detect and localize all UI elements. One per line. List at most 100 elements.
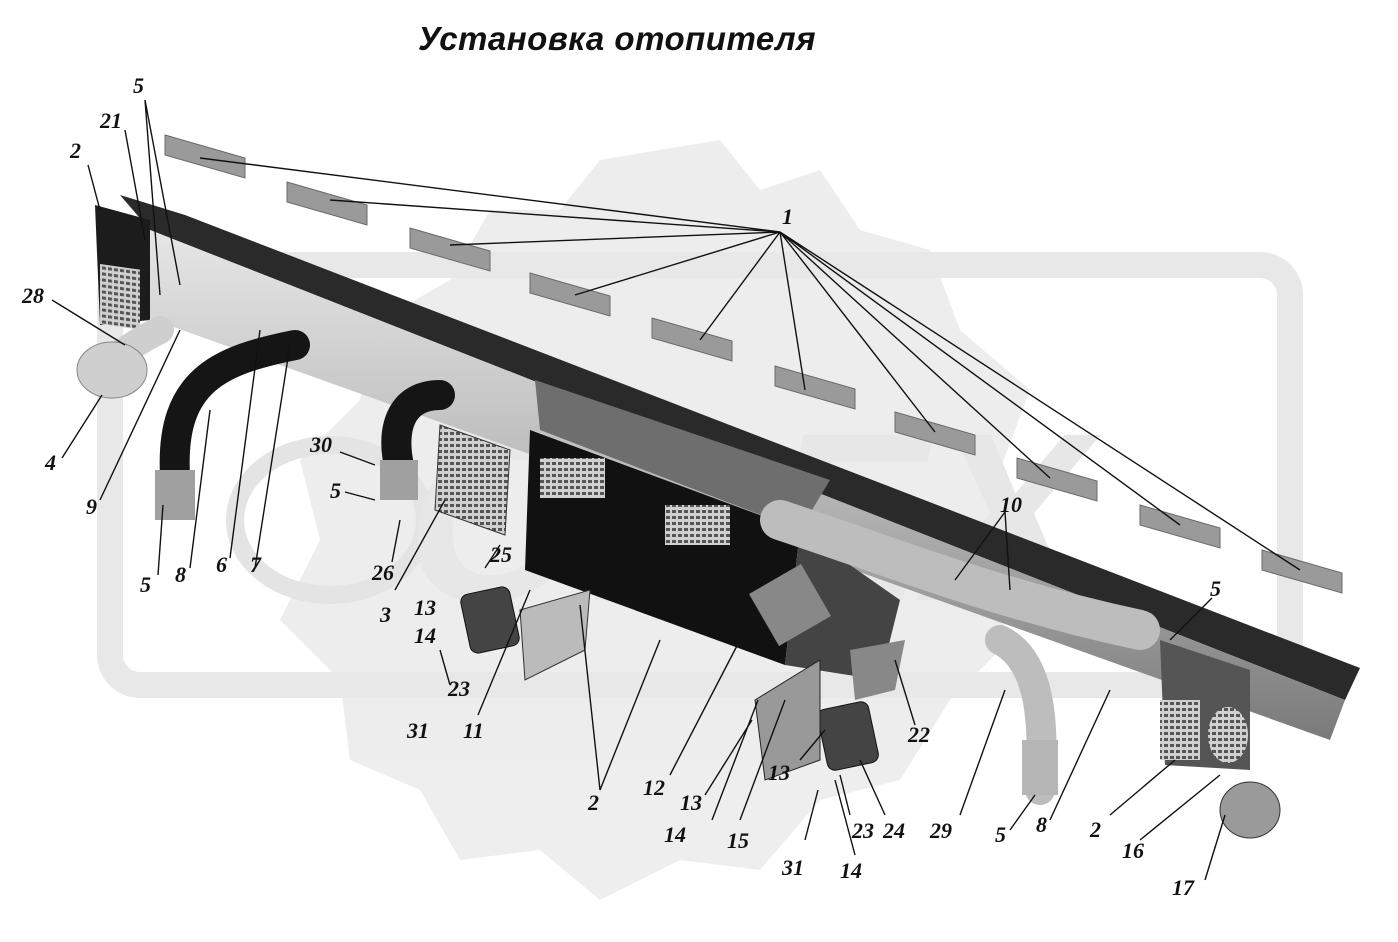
hose-clamp-middle — [380, 460, 418, 500]
leader-31b — [804, 789, 819, 841]
leader-2c — [1109, 759, 1176, 816]
pad-7 — [894, 411, 976, 456]
callout-labels: 1 2 5 21 28 4 9 5 8 6 7 30 5 26 3 25 13 … — [21, 73, 1221, 900]
leader-23b-14c — [834, 774, 856, 856]
callout-24: 24 — [882, 818, 905, 843]
right-end-grille — [1160, 700, 1200, 760]
leader-31a — [439, 649, 451, 686]
leader-13c — [799, 729, 826, 761]
hose-middle — [381, 380, 455, 485]
watermark-frame — [97, 252, 1303, 698]
support-bracket — [749, 564, 831, 646]
leader-10 — [954, 511, 1011, 591]
leader-29 — [959, 689, 1006, 816]
leader-4 — [61, 394, 103, 459]
callout-10: 10 — [1000, 492, 1022, 517]
callout-16: 16 — [1122, 838, 1144, 863]
heater-unit — [434, 380, 900, 680]
leader-7 — [254, 344, 291, 569]
left-end-grille — [100, 264, 140, 330]
callout-26: 26 — [371, 560, 394, 585]
callout-5: 5 — [330, 478, 341, 503]
callout-13: 13 — [680, 790, 702, 815]
callout-5: 5 — [140, 572, 151, 597]
leader-28 — [51, 299, 126, 346]
duct-top-edge — [120, 195, 1360, 700]
leader-6 — [229, 329, 261, 559]
leader-8a — [189, 409, 211, 569]
pad-8 — [1016, 457, 1098, 502]
callout-14: 14 — [840, 858, 862, 883]
callout-13: 13 — [414, 595, 436, 620]
pad-1 — [164, 134, 246, 179]
callout-31: 31 — [406, 718, 429, 743]
heater-grille-right — [665, 505, 730, 545]
leader-5c — [344, 491, 376, 501]
callout-23: 23 — [851, 818, 874, 843]
leader-3 — [394, 499, 446, 591]
leader-26 — [391, 519, 401, 563]
pad-9 — [1139, 504, 1221, 549]
leader-5d — [1009, 794, 1036, 831]
pad-2 — [286, 181, 368, 226]
callout-23: 23 — [447, 676, 470, 701]
small-parts — [460, 564, 905, 781]
callout-21: 21 — [99, 108, 122, 133]
callout-9: 9 — [86, 494, 97, 519]
valve-left — [460, 586, 520, 654]
side-vent-panel — [434, 424, 511, 536]
callout-7: 7 — [250, 552, 262, 577]
callout-2: 2 — [587, 790, 599, 815]
callout-8: 8 — [175, 562, 186, 587]
leader-24 — [859, 759, 886, 816]
callout-22: 22 — [907, 722, 930, 747]
callout-28: 28 — [21, 283, 44, 308]
pad-3 — [409, 227, 491, 272]
leader-lines — [51, 99, 1301, 881]
pad-10 — [1261, 549, 1343, 594]
pad-6 — [774, 365, 856, 410]
right-vent-nozzle — [1208, 707, 1248, 763]
right-diffuser — [1219, 781, 1281, 839]
leader-15 — [739, 699, 786, 821]
leader-5e — [1169, 597, 1213, 641]
callout-13: 13 — [768, 760, 790, 785]
hose-clamp-left — [155, 470, 195, 520]
callout-5: 5 — [133, 73, 144, 98]
callout-30: 30 — [309, 432, 332, 457]
callout-6: 6 — [216, 552, 227, 577]
left-diffuser — [76, 341, 148, 399]
pipe-end-right — [1022, 740, 1058, 795]
callout-15: 15 — [727, 828, 749, 853]
leader-13b — [704, 719, 753, 796]
callout-1: 1 — [782, 204, 793, 229]
valve-right — [817, 701, 879, 771]
callout-12: 12 — [643, 775, 665, 800]
leader-21 — [124, 129, 146, 241]
callout-5: 5 — [995, 822, 1006, 847]
callout-8: 8 — [1036, 812, 1047, 837]
leader-5b — [157, 504, 164, 576]
heater-top — [535, 380, 830, 530]
leader-11 — [477, 589, 531, 716]
pipe-right-upper — [760, 500, 1160, 650]
callout-29: 29 — [929, 818, 952, 843]
leader-2a — [87, 164, 101, 211]
leader-9 — [99, 329, 181, 501]
callout-4: 4 — [44, 450, 56, 475]
leader-8b — [1049, 689, 1111, 821]
insulation-pads — [164, 134, 1343, 594]
pad-4 — [529, 272, 611, 317]
heater-grille-left — [540, 458, 605, 498]
leader-17 — [1204, 814, 1226, 881]
diagram-title: Установка отопителя — [418, 20, 817, 57]
leader-16 — [1139, 774, 1221, 841]
callout-31: 31 — [781, 855, 804, 880]
callout-17: 17 — [1172, 875, 1195, 900]
leaders-2b — [579, 604, 661, 791]
leader-14b — [711, 699, 759, 821]
heater-side — [785, 530, 900, 680]
leader-12 — [669, 639, 741, 776]
callout-2: 2 — [69, 138, 81, 163]
